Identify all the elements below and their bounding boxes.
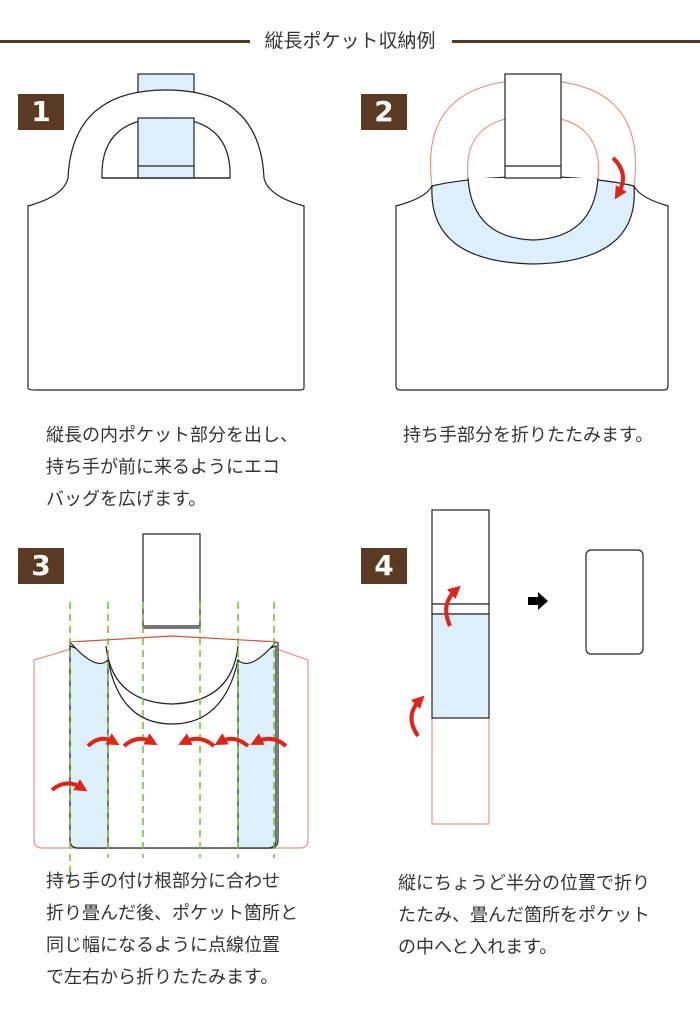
step-4-illustration: [409, 509, 644, 825]
step-4-upper-strip: [431, 509, 490, 605]
step-3-caption-line: 持ち手の付け根部分に合わせ: [46, 871, 280, 892]
step-2-caption: 持ち手部分を折りたたみます。: [403, 420, 653, 452]
step-1-caption-line: バッグを広げます。: [46, 489, 207, 510]
step-1-caption: 縦長の内ポケット部分を出し、 持ち手が前に来るようにエコ バッグを広げます。: [46, 420, 298, 516]
page-title: 縦長ポケット収納例: [0, 28, 700, 54]
step-3-fold-arrow-icons: [50, 733, 288, 792]
step-4-upper-arrow-icon: [444, 585, 461, 627]
step-4-caption-line: の中へと入れます。: [398, 937, 558, 958]
step-3-left-pocket: [69, 645, 109, 849]
step-4-caption-line: 縦にちょうど半分の位置で折り: [398, 873, 650, 894]
step-4-badge: 4: [361, 548, 407, 584]
step-4-caption: 縦にちょうど半分の位置で折り たたみ、畳んだ箇所をポケット の中へと入れます。: [398, 868, 650, 964]
header-line-left: [0, 40, 250, 43]
step-4-caption-line: たたみ、畳んだ箇所をポケット: [398, 905, 650, 926]
step-3-right-pocket: [237, 645, 277, 849]
step-3-handle-band-outer: [69, 641, 277, 725]
step-3-illustration: [33, 533, 309, 885]
step-3-caption-line: 同じ幅になるように点線位置: [46, 935, 280, 956]
step-3-caption-line: 折り畳んだ後、ポケット箇所と: [46, 903, 298, 924]
step-2-caption-line: 持ち手部分を折りたたみます。: [403, 425, 654, 446]
step-4-faded-lower-half: [431, 717, 490, 825]
step-2-handle-strip: [504, 73, 562, 179]
step-3-handle-strip: [142, 533, 201, 629]
step-2-handle-inner-curve: [467, 177, 599, 241]
step-4-lower-arrow-icon: [409, 695, 425, 738]
step-1-caption-line: 持ち手が前に来るようにエコ: [46, 457, 280, 478]
step-2-badge: 2: [361, 94, 407, 130]
step-2-fold-arrow-icon: [611, 156, 627, 200]
step-3-badge: 3: [18, 548, 64, 584]
step-4-fold-band: [431, 603, 490, 615]
step-4-folded-result: [585, 549, 644, 655]
step-3-fold-lines: [69, 602, 275, 885]
step-1-illustration: [27, 73, 305, 391]
step-2-illustration: [395, 73, 669, 391]
step-1-caption-line: 縦長の内ポケット部分を出し、: [46, 425, 298, 446]
step-1-bag-body: [27, 89, 305, 391]
right-arrow-icon: [528, 592, 548, 610]
step-4-pocket: [431, 613, 490, 719]
step-3-caption-line: で左右から折りたたみます。: [46, 967, 279, 988]
step-3-top-fold: [69, 635, 279, 643]
header-line-right: [452, 40, 700, 43]
step-1-badge: 1: [18, 94, 64, 130]
step-1-handle-strip: [137, 117, 195, 179]
step-3-handle-band-inner: [105, 645, 239, 705]
step-3-caption: 持ち手の付け根部分に合わせ 折り畳んだ後、ポケット箇所と 同じ幅になるように点線…: [46, 866, 298, 994]
